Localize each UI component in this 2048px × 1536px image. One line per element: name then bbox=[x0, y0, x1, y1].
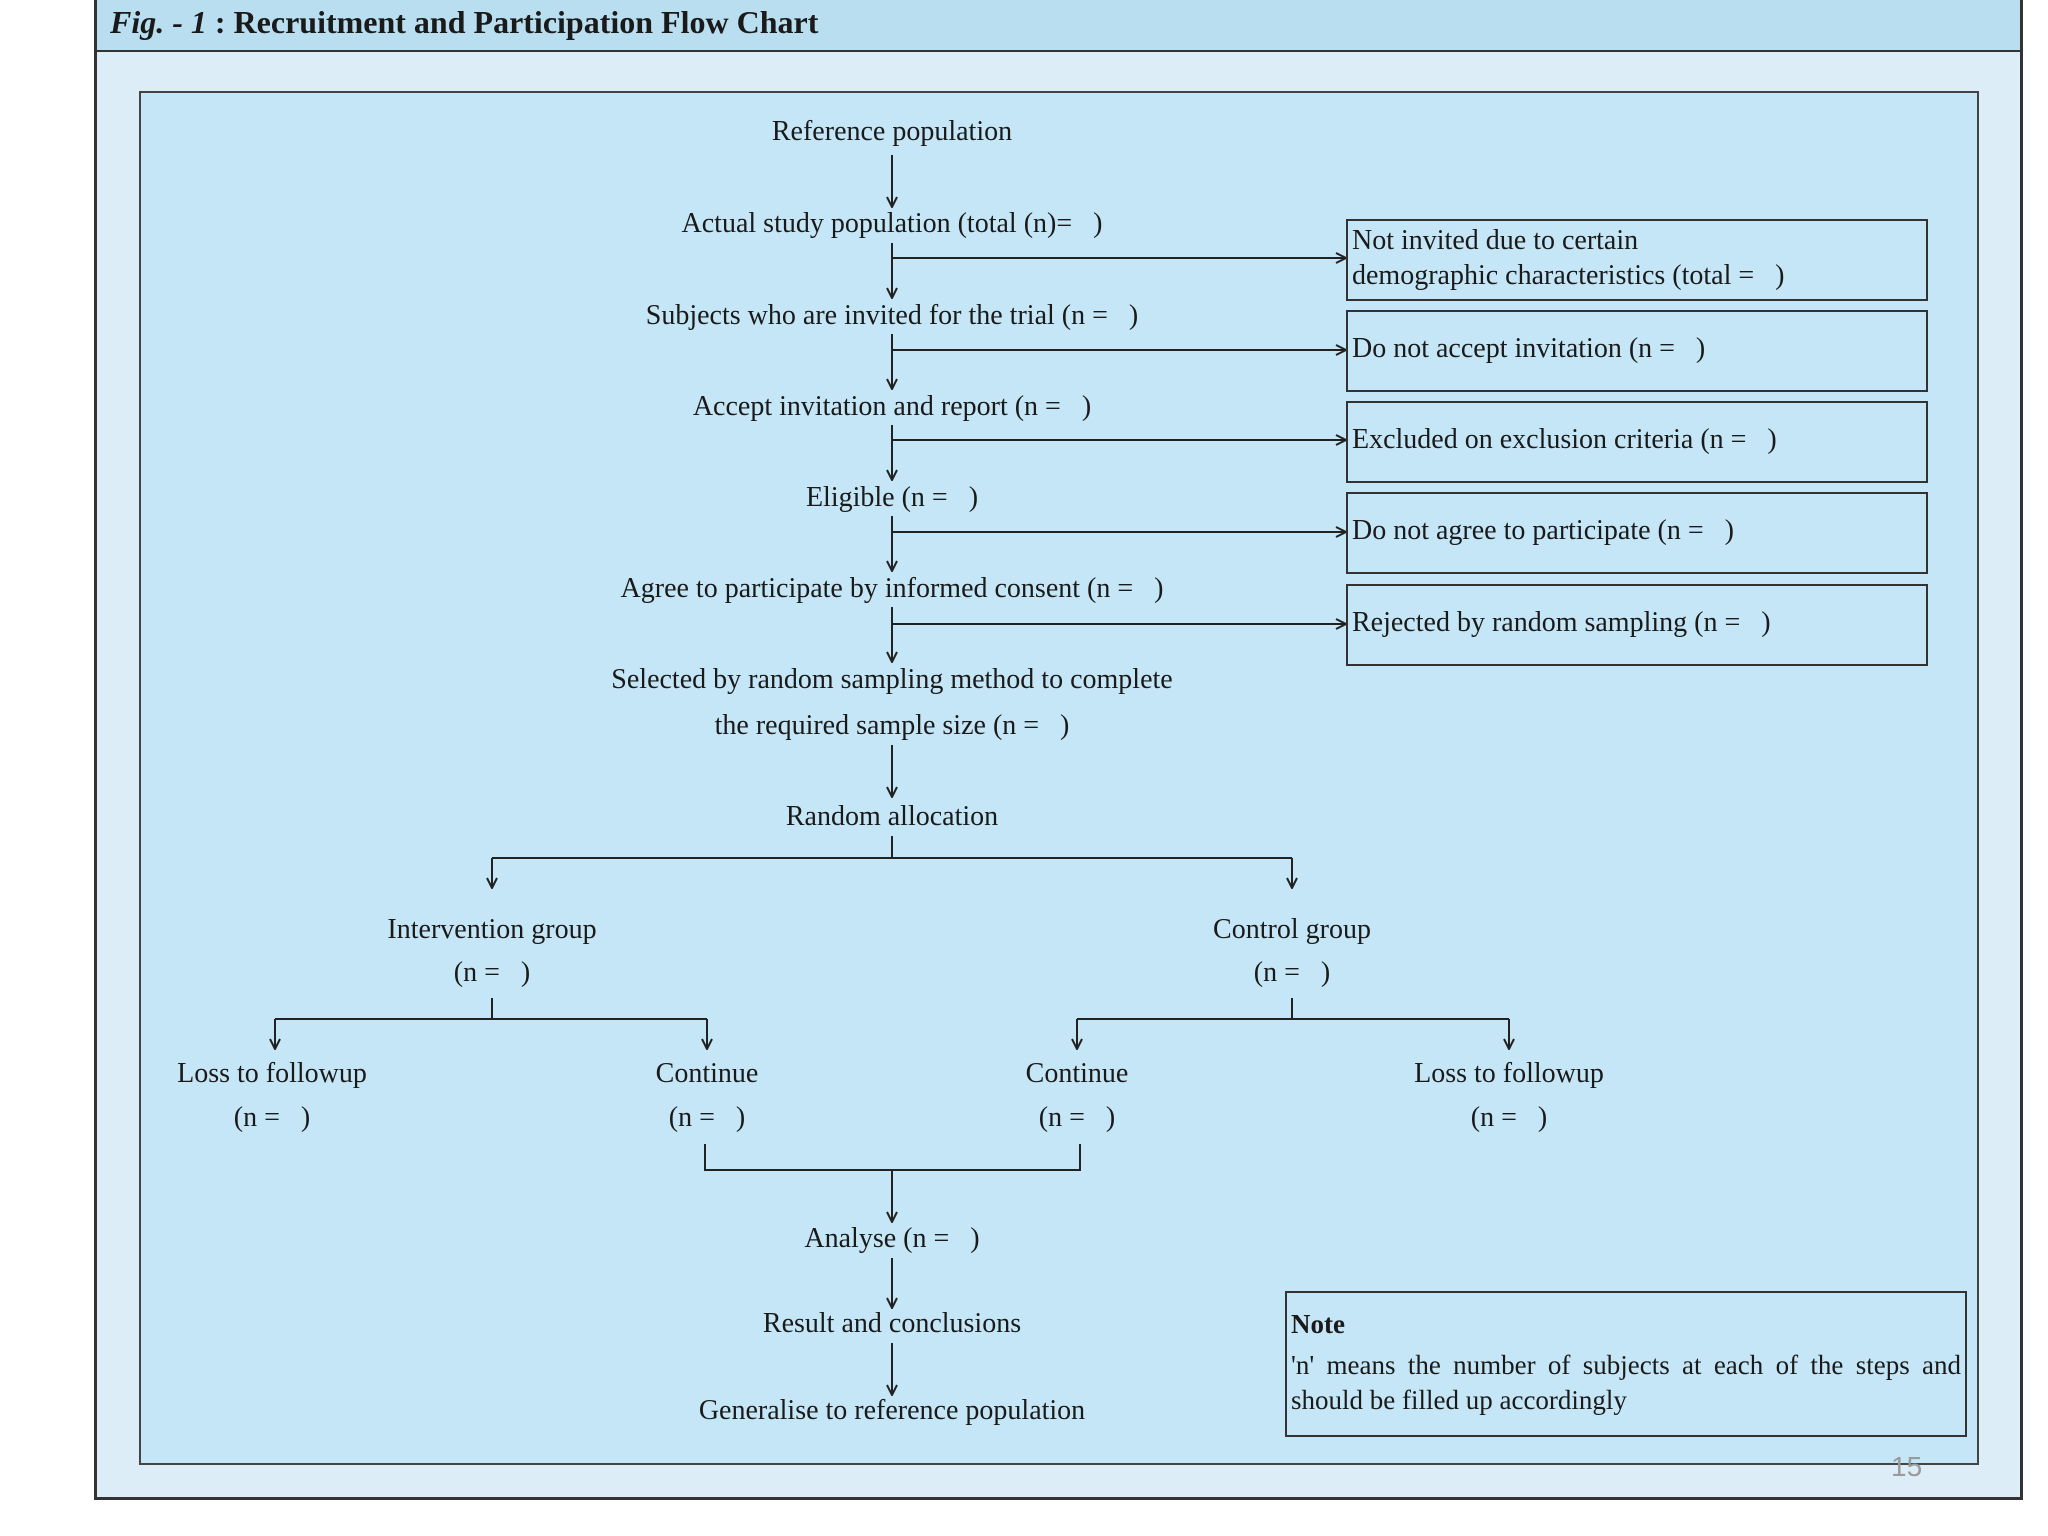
figure-title: Fig. - 1 : Recruitment and Participation… bbox=[110, 4, 818, 41]
box-excluded-text: Excluded on exclusion criteria (n = ) bbox=[1352, 424, 1777, 455]
node-intervention-group: Intervention group bbox=[387, 914, 597, 945]
node-loss-left-n: (n = ) bbox=[233, 1102, 311, 1133]
box-rejected: Rejected by random sampling (n = ) bbox=[1346, 584, 1928, 666]
box-not-agree-text: Do not agree to participate (n = ) bbox=[1352, 515, 1734, 546]
node-reference-population: Reference population bbox=[771, 116, 1013, 147]
figure-label: Fig. - 1 bbox=[110, 4, 207, 40]
node-control-group: Control group bbox=[1213, 914, 1371, 945]
box-not-invited: Not invited due to certain demographic c… bbox=[1346, 219, 1928, 301]
box-excluded: Excluded on exclusion criteria (n = ) bbox=[1346, 401, 1928, 483]
box-not-invited-line1: Not invited due to certain bbox=[1352, 225, 1639, 256]
box-not-agree: Do not agree to participate (n = ) bbox=[1346, 492, 1928, 574]
node-analyse: Analyse (n = ) bbox=[804, 1223, 980, 1254]
node-continue-left: Continue bbox=[655, 1058, 759, 1089]
node-continue-right: Continue bbox=[1025, 1058, 1129, 1089]
connector-merge bbox=[704, 1144, 1081, 1171]
box-rejected-text: Rejected by random sampling (n = ) bbox=[1352, 607, 1771, 638]
box-not-accept-text: Do not accept invitation (n = ) bbox=[1352, 333, 1706, 364]
node-loss-left: Loss to followup bbox=[177, 1058, 367, 1089]
node-agree-consent: Agree to participate by informed consent… bbox=[620, 573, 1164, 604]
page-number: 15 bbox=[1891, 1451, 1923, 1482]
node-generalise: Generalise to reference population bbox=[698, 1395, 1086, 1426]
note-box: Note 'n' means the number of subjects at… bbox=[1285, 1291, 1967, 1437]
node-continue-right-n: (n = ) bbox=[1038, 1102, 1116, 1133]
node-control-n: (n = ) bbox=[1253, 957, 1331, 988]
node-eligible: Eligible (n = ) bbox=[805, 482, 979, 513]
node-invited: Subjects who are invited for the trial (… bbox=[645, 300, 1139, 331]
node-result: Result and conclusions bbox=[762, 1308, 1022, 1339]
box-not-invited-line2: demographic characteristics (total = ) bbox=[1352, 260, 1785, 291]
note-text: 'n' means the number of subjects at each… bbox=[1291, 1350, 1961, 1415]
note-title: Note bbox=[1291, 1309, 1345, 1339]
node-continue-left-n: (n = ) bbox=[668, 1102, 746, 1133]
node-loss-right: Loss to followup bbox=[1414, 1058, 1604, 1089]
figure-title-text: : Recruitment and Participation Flow Cha… bbox=[206, 4, 819, 40]
node-random-allocation: Random allocation bbox=[785, 801, 999, 832]
node-selected-line2: the required sample size (n = ) bbox=[714, 710, 1070, 741]
node-selected-line1: Selected by random sampling method to co… bbox=[611, 664, 1173, 695]
node-accept-report: Accept invitation and report (n = ) bbox=[692, 391, 1092, 422]
node-actual-study-population: Actual study population (total (n)= ) bbox=[681, 208, 1103, 239]
box-not-accept: Do not accept invitation (n = ) bbox=[1346, 310, 1928, 392]
node-intervention-n: (n = ) bbox=[453, 957, 531, 988]
figure-header bbox=[97, 0, 2020, 52]
node-loss-right-n: (n = ) bbox=[1470, 1102, 1548, 1133]
